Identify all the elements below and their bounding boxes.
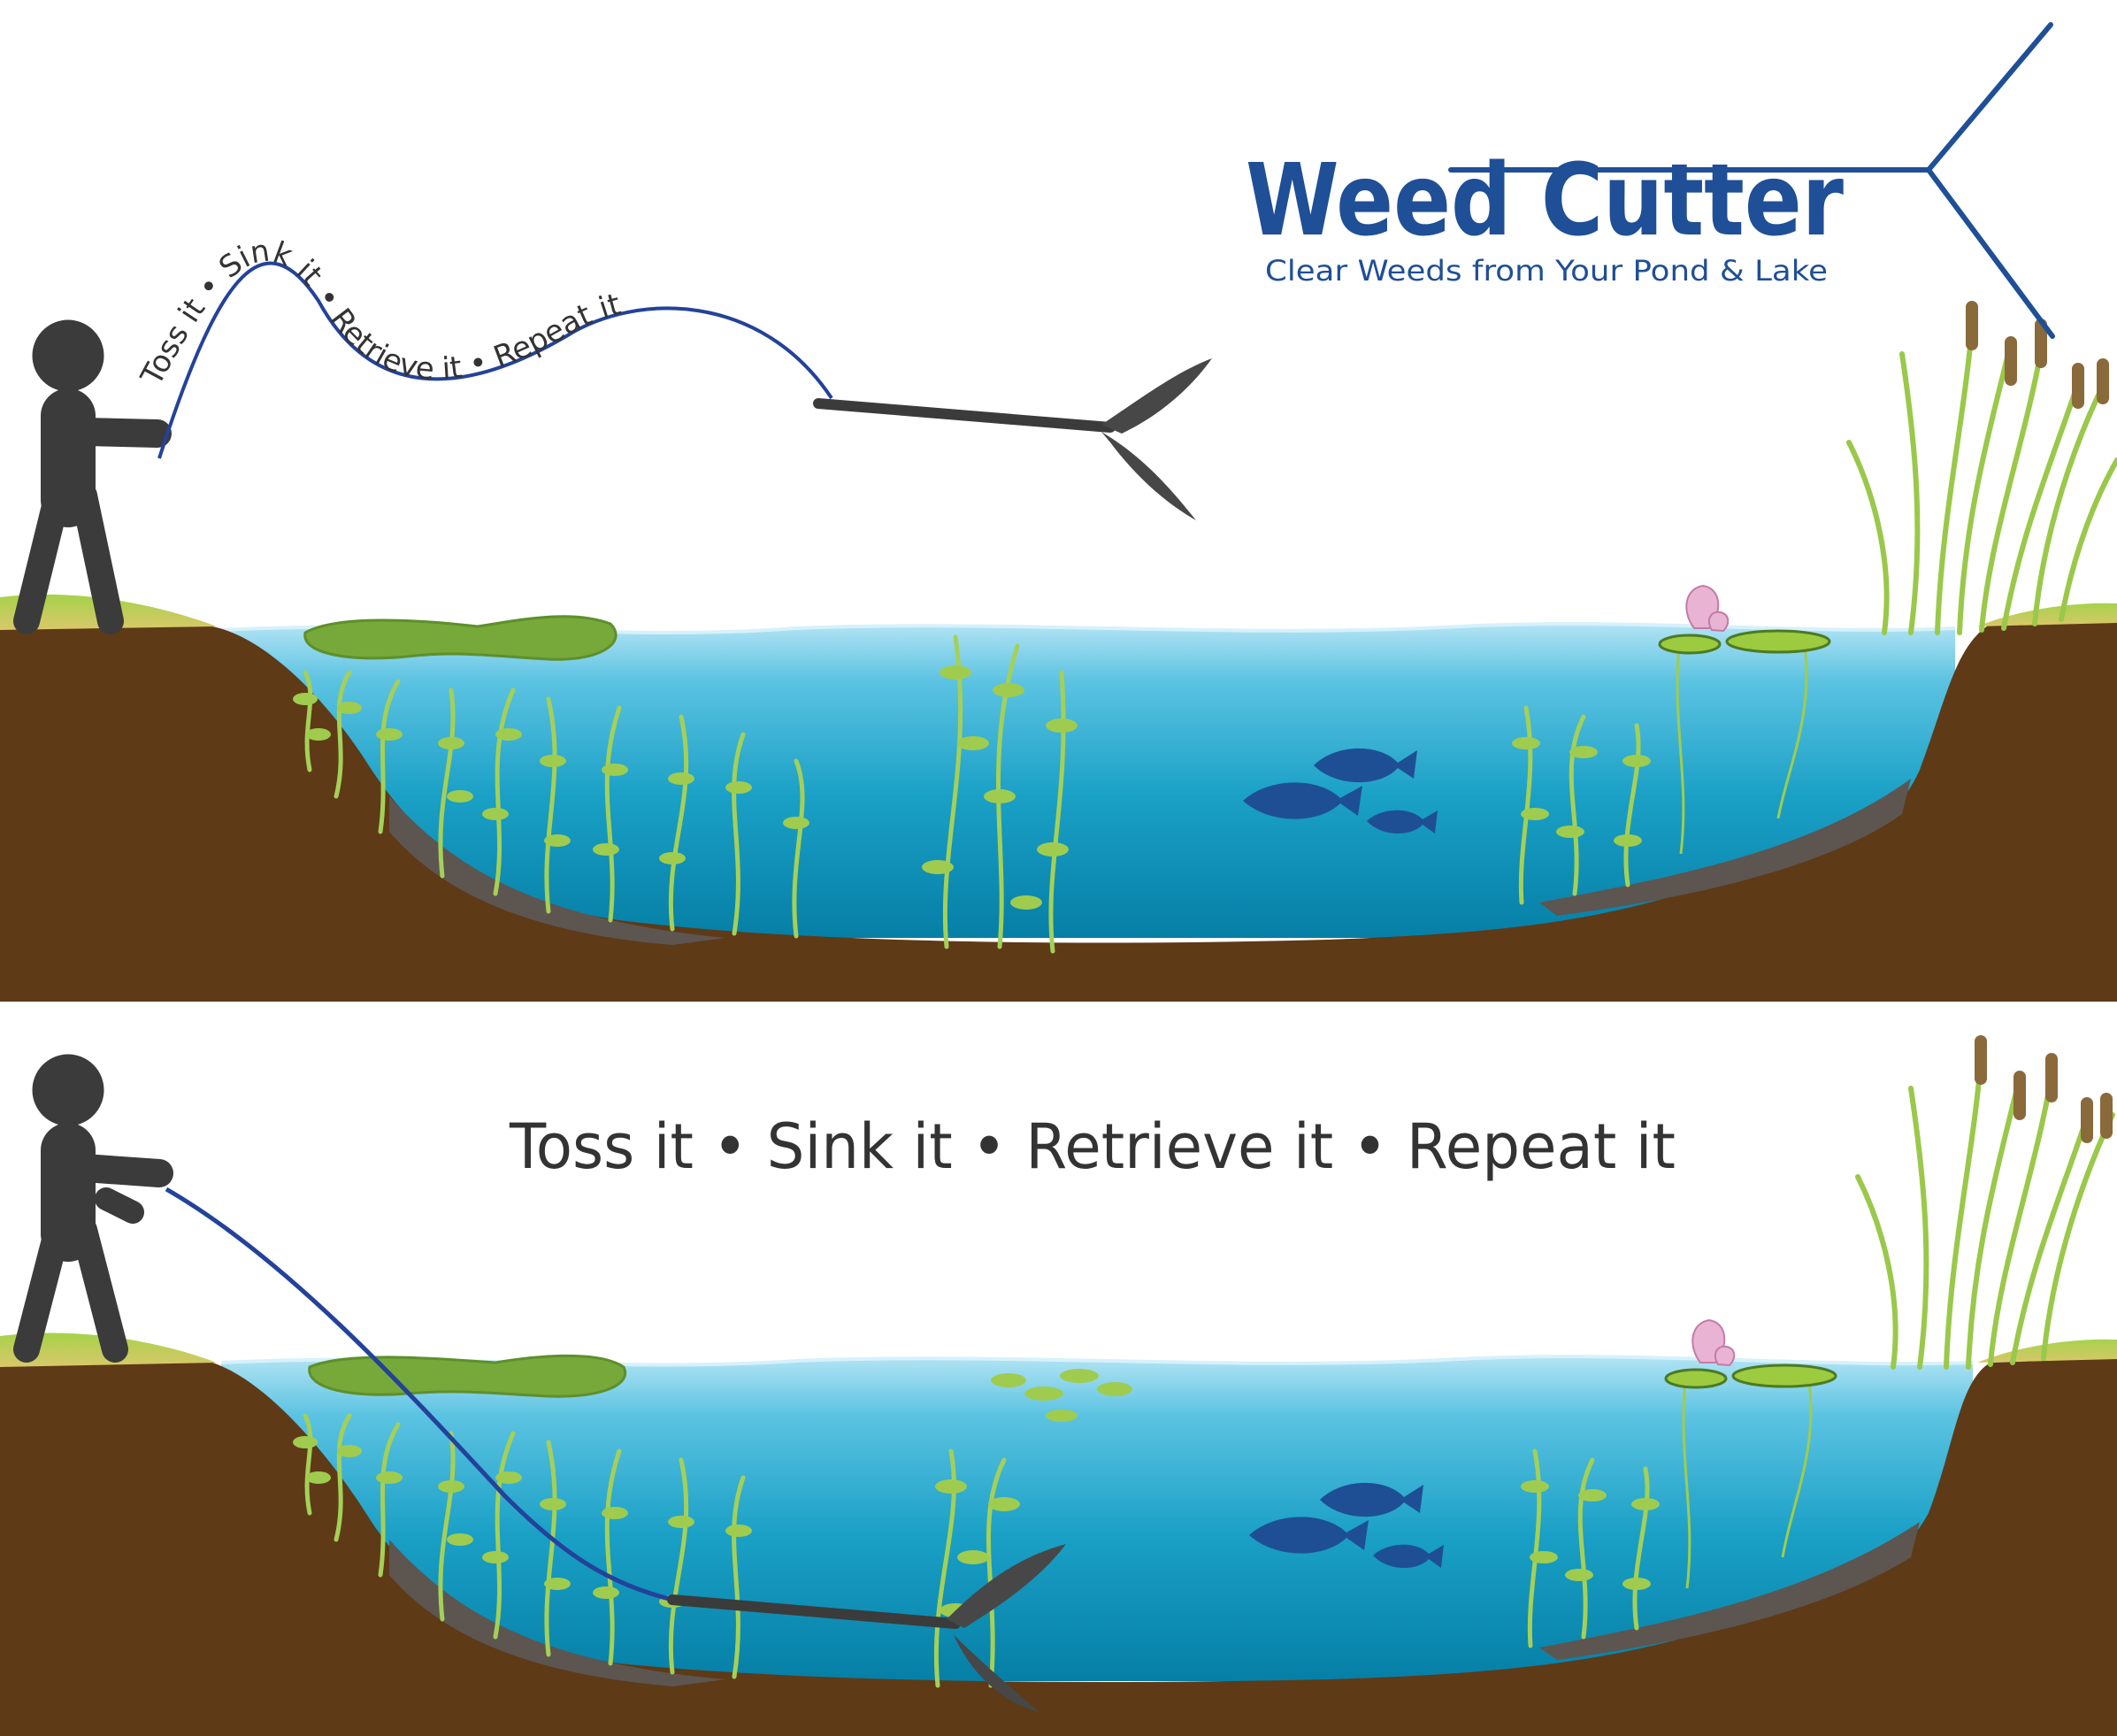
pond-water [221,1356,1973,1681]
weed-cutter-tool [813,358,1212,520]
cattail-reeds [1846,316,2117,635]
cattail-reeds [1855,1050,2115,1370]
cut-weeds-floating [991,1369,1132,1422]
weed-bed-left [303,1413,1007,1688]
weed-bed-right [1527,1448,1650,1648]
water-lily [1664,1318,1837,1589]
weed-leaves-left [293,665,1078,910]
throw-rope [157,261,833,459]
sediment-shelf-left [389,796,725,945]
logo-tagline: Clear Weeds from Your Pond & Lake [1265,254,1828,288]
weed-bed-right [1518,705,1641,905]
sediment-shelf-right [1539,1522,1920,1660]
cattail-heads [1975,1035,2113,1143]
toss-panel: Toss it • Sink it • Retrieve it • Repeat… [0,22,2117,1002]
retrieve-rope [165,1187,673,1602]
weed-cutter-tool [667,1544,1066,1712]
steps-caption: Toss it • Sink it • Retrieve it • Repeat… [509,1110,1676,1183]
retrieve-panel: Toss it • Sink it • Retrieve it • Repeat… [0,1035,2117,1736]
cattail-heads [1966,301,2109,409]
arc-steps-text: Toss it • Sink it • Retrieve it • Repeat… [134,234,625,392]
weed-leaves-right [1521,1480,1660,1590]
weed-leaves-right [1512,737,1651,847]
fish-school [1243,748,1438,834]
person-figure [13,1054,173,1363]
logo-title: Weed Cutter [1246,143,1844,258]
fish-school [1249,1482,1444,1569]
water-lily [1658,584,1831,855]
grass-bank-right [1977,603,2117,626]
sediment-shelf-right [1539,779,1911,916]
algae-mat [308,1354,627,1398]
brand-logo: Weed Cutter Clear Weeds from Your Pond &… [1246,22,2055,339]
logo-cutter-icon [1448,22,2055,339]
sediment-shelf-left [389,1540,725,1686]
algae-mat [303,615,617,661]
person-figure [13,319,172,634]
pond-basin-soil [0,1358,2117,1736]
